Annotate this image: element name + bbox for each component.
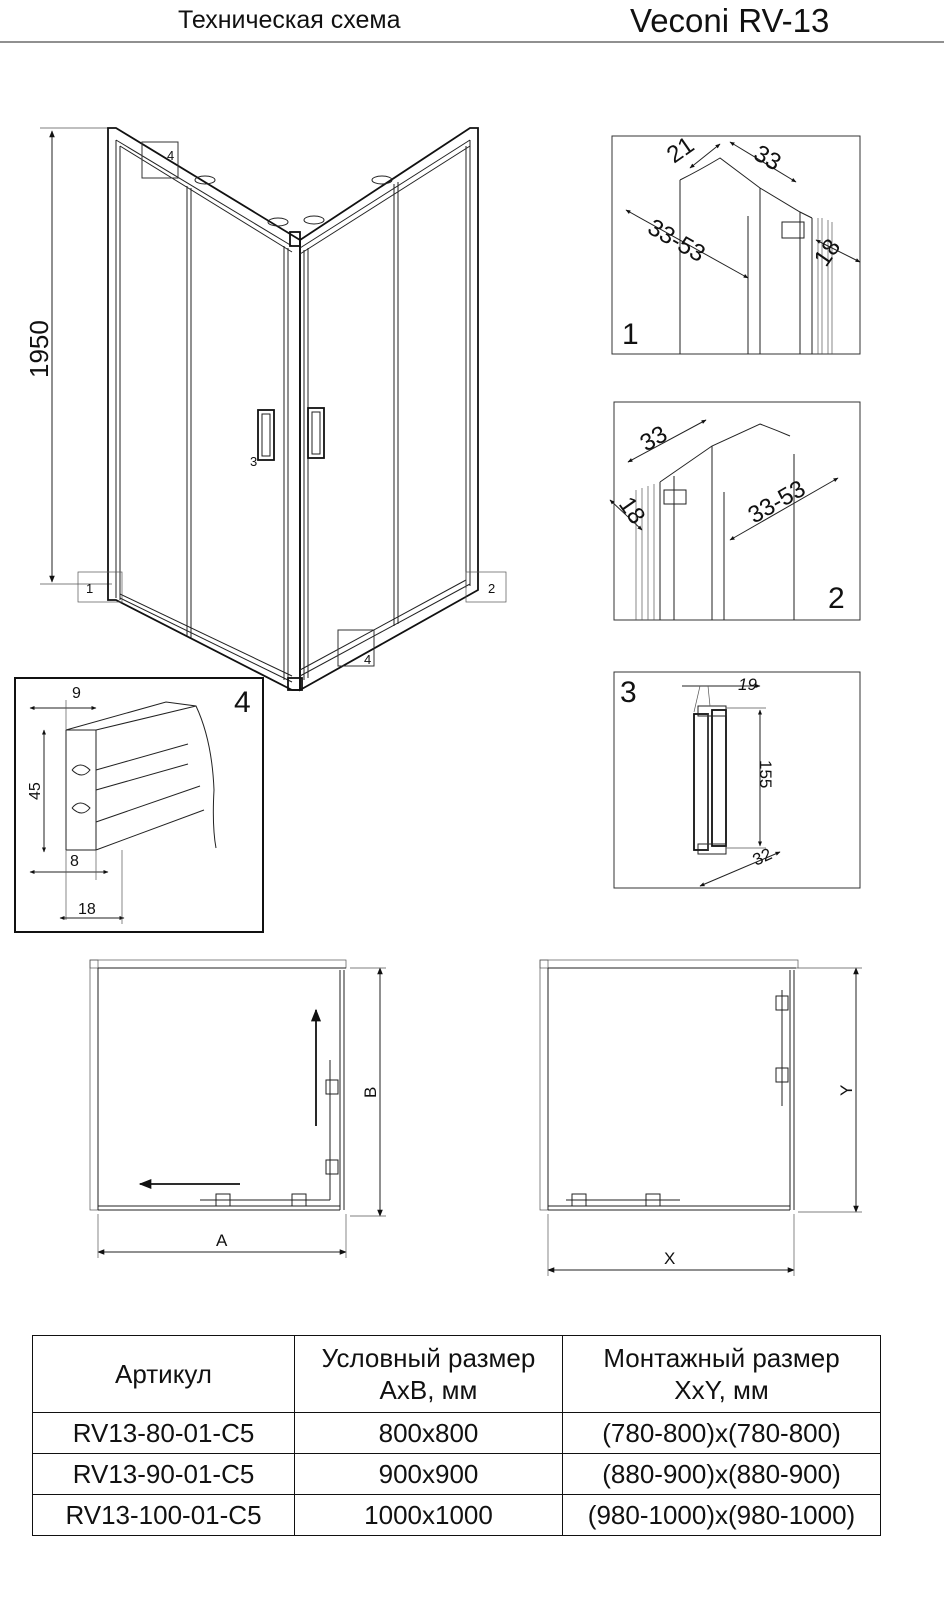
cell-mounting-size: (780-800)x(780-800): [562, 1412, 881, 1454]
dim-a-label: A: [216, 1231, 228, 1250]
cell-nominal-size: 900x900: [294, 1453, 563, 1495]
detail-3-dim-155: 155: [756, 760, 775, 788]
cell-mounting-size: (880-900)x(880-900): [562, 1453, 881, 1495]
detail-2-dim-18: 18: [613, 492, 650, 529]
cell-nominal-size: 1000x1000: [294, 1494, 563, 1536]
detail-3: 19 155 32 3: [613, 671, 861, 889]
header-article-text: Артикул: [115, 1359, 212, 1389]
table-row: RV13-90-01-C5 900x900 (880-900)x(880-900…: [32, 1453, 881, 1495]
detail-3-dim-19: 19: [738, 675, 757, 694]
plan-view-xy: X Y: [539, 959, 862, 1276]
callout-4-bottom: 4: [364, 652, 371, 667]
callout-2: 2: [488, 581, 495, 596]
detail-1: 21 33 33-53 18 1: [611, 131, 861, 355]
cabin-elevation: 1950: [24, 127, 507, 692]
dim-y-label: Y: [837, 1085, 856, 1096]
detail-1-dim-21: 21: [662, 131, 699, 168]
detail-4-label: 4: [234, 686, 251, 719]
dim-b-label: B: [361, 1087, 380, 1098]
detail-4: 9 45 8 18 4: [14, 677, 264, 933]
header-nominal-line1: Условный размер: [321, 1343, 536, 1373]
cell-mounting-size: (980-1000)x(980-1000): [562, 1494, 881, 1536]
detail-3-label: 3: [620, 676, 637, 709]
detail-4-dim-8: 8: [70, 853, 79, 870]
callout-4-top: 4: [167, 148, 174, 163]
callout-1: 1: [86, 581, 93, 596]
callout-3: 3: [250, 454, 257, 469]
header-mounting-line1: Монтажный размер: [603, 1343, 840, 1373]
col-header-article: Артикул: [32, 1335, 295, 1413]
cell-article: RV13-100-01-C5: [32, 1494, 295, 1536]
table-row: RV13-100-01-C5 1000x1000 (980-1000)x(980…: [32, 1494, 881, 1536]
plan-view-ab: A B: [89, 959, 386, 1258]
header-nominal-line2: AxB, мм: [379, 1375, 478, 1405]
detail-2: 33 18 33-53 2: [609, 401, 861, 621]
cell-article: RV13-80-01-C5: [32, 1412, 295, 1454]
detail-4-dim-9: 9: [72, 685, 81, 702]
detail-2-label: 2: [828, 582, 845, 615]
model-name: Veconi RV-13: [630, 2, 829, 39]
detail-1-dim-18: 18: [809, 234, 846, 271]
dim-x-label: X: [664, 1249, 675, 1268]
drawing-title: Техническая схема: [178, 6, 401, 34]
detail-1-dim-33: 33: [749, 140, 786, 177]
header-mounting-line2: XxY, мм: [674, 1375, 769, 1405]
cell-article: RV13-90-01-C5: [32, 1453, 295, 1495]
detail-4-dim-18: 18: [78, 901, 96, 918]
height-dimension: 1950: [24, 320, 54, 378]
detail-1-label: 1: [622, 318, 639, 351]
detail-4-dim-45: 45: [27, 782, 44, 800]
detail-2-dim-33: 33: [636, 420, 673, 457]
detail-1-dim-33-53: 33-53: [643, 214, 710, 268]
table-row: RV13-80-01-C5 800x800 (780-800)x(780-800…: [32, 1412, 881, 1454]
cell-nominal-size: 800x800: [294, 1412, 563, 1454]
detail-2-dim-33-53: 33-53: [744, 475, 811, 529]
